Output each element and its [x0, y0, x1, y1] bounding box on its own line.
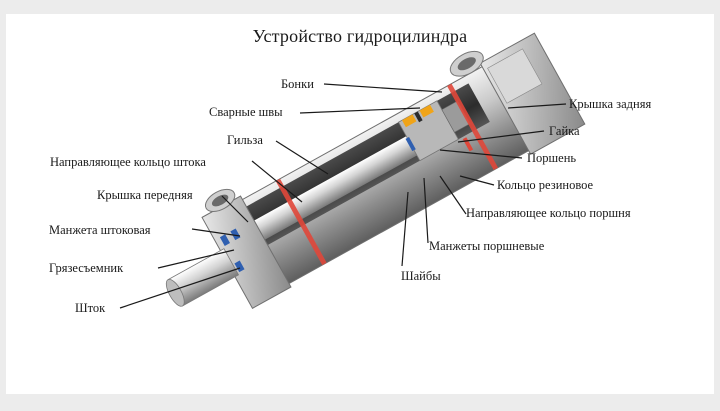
piston-blue-seal — [405, 136, 416, 152]
label-manzheta-shtokovaya: Манжета штоковая — [49, 223, 151, 237]
label-shaiby: Шайбы — [401, 269, 441, 283]
label-gryazesemnik: Грязесъемник — [49, 261, 124, 275]
leader-shaiby — [401, 191, 409, 267]
leader-napr-kolco-shtoka — [251, 160, 303, 203]
piston-ring — [414, 111, 423, 123]
label-gilza: Гильза — [227, 133, 263, 147]
leader-bonki — [323, 83, 443, 93]
rear-boss-hole — [457, 57, 476, 71]
weld-rear — [447, 83, 499, 171]
leader-svarnye-shvy — [299, 107, 421, 114]
leader-kryshka-zadnyaya — [507, 103, 567, 109]
leader-porshen — [439, 149, 523, 159]
label-bonki: Бонки — [281, 77, 314, 91]
cylinder-body — [165, 32, 586, 310]
label-kolco-rezinovoe: Кольцо резиновое — [497, 178, 594, 192]
label-kryshka-zadnyaya: Крышка задняя — [569, 97, 651, 111]
weld-front — [275, 178, 327, 266]
rod-inner — [241, 135, 419, 247]
piston-seal-right — [419, 104, 434, 118]
diagram-title: Устройство гидроцилиндра — [252, 26, 468, 46]
leader-kryshka-perednyaya — [221, 195, 249, 223]
leader-shtok — [119, 267, 241, 309]
leader-gilza — [275, 140, 329, 175]
label-napr-kolco-porshnya: Направляющее кольцо поршня — [466, 206, 631, 220]
front-cap-seal-blue — [219, 234, 230, 246]
label-porshen: Поршень — [527, 151, 576, 165]
leader-lines — [119, 83, 567, 309]
leader-gaika — [457, 130, 545, 143]
leader-napr-kolco-porshnya — [439, 175, 467, 215]
leader-gryazesemnik — [157, 249, 235, 269]
callout-labels: Бонки Сварные швы Гильза Направляющее ко… — [49, 77, 651, 315]
piston-seal-left — [402, 114, 417, 128]
rod-end — [165, 278, 185, 307]
label-shtok: Шток — [75, 301, 106, 315]
leader-kolco-rezinovoe — [459, 175, 495, 186]
label-gaika: Гайка — [549, 124, 580, 138]
rear-cap-cut — [487, 48, 543, 104]
front-cap-seal-blue-3 — [234, 260, 245, 273]
label-napr-kolco-shtoka: Направляющее кольцо штока — [50, 155, 206, 169]
label-svarnye-shvy: Сварные швы — [209, 105, 283, 119]
leader-manzhety-porshnevye — [423, 177, 429, 244]
front-cap-seal-blue-2 — [230, 228, 241, 241]
label-kryshka-perednyaya: Крышка передняя — [97, 188, 193, 202]
leader-manzheta-shtokovaya — [191, 228, 241, 237]
label-manzhety-porshnevye: Манжеты поршневые — [429, 239, 545, 253]
